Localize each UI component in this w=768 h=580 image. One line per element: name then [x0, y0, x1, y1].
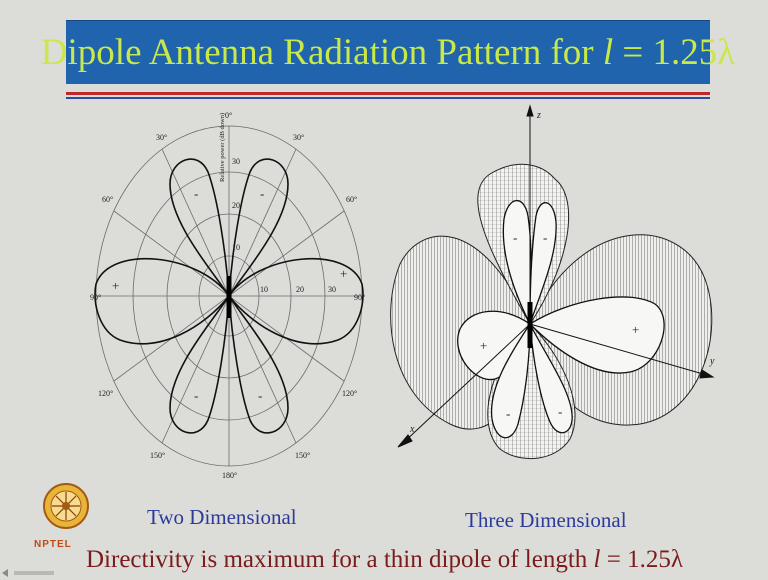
axis-y-label: y	[709, 356, 715, 367]
angle-label: 30°	[156, 133, 167, 142]
radial-tick: 10	[232, 243, 240, 252]
lobe-right	[228, 257, 364, 345]
axis-y-arrow	[699, 369, 715, 379]
back-arrow-icon[interactable]	[2, 569, 8, 577]
lobe-sign-labels: + - - + - -	[112, 186, 347, 403]
lobe-sign: -	[260, 186, 264, 201]
axis-z-arrow	[526, 104, 534, 117]
lobe-sign-labels-3d: - - + + - -	[480, 230, 639, 421]
polar-radiation-plot: 0° 30° 30° 60° 60° 90° 90° 120° 120° 150…	[90, 111, 365, 480]
lobe-lower-left	[169, 295, 230, 434]
radial-tick: 20	[296, 285, 304, 294]
angle-label: 120°	[98, 389, 113, 398]
radial-tick: 10	[260, 285, 268, 294]
lobe-sign: -	[506, 406, 510, 421]
title-rule-red	[66, 92, 710, 95]
axis-x-line	[401, 323, 531, 445]
radial-tick: 30	[232, 157, 240, 166]
bottom-statement: Directivity is maximum for a thin dipole…	[86, 546, 683, 573]
slide-title: Dipole Antenna Radiation Pattern for l =…	[40, 31, 736, 73]
nptel-logo	[43, 483, 89, 529]
caption-two-dimensional: Two Dimensional	[147, 505, 297, 529]
lobe-sign: -	[543, 230, 547, 245]
axis-x-arrow	[397, 434, 413, 448]
angle-label: 90°	[90, 293, 101, 302]
axes	[397, 104, 715, 448]
lobe-upper-left	[169, 158, 230, 297]
progress-track[interactable]	[14, 571, 54, 575]
axis-x-label: x	[409, 424, 415, 435]
lobe-lower-right	[228, 295, 289, 434]
title-rule-blue	[66, 97, 710, 99]
angle-label: 0°	[225, 111, 232, 120]
radial-tick: 20	[232, 201, 240, 210]
cut-lobe-right	[528, 296, 665, 374]
cut-lobe-lower-right	[529, 323, 573, 434]
radiation-lobes	[94, 158, 364, 434]
lobe-sign: +	[480, 338, 487, 353]
angle-label: 30°	[293, 133, 304, 142]
lobe-sign: -	[194, 186, 198, 201]
caption-three-dimensional: Three Dimensional	[465, 508, 627, 532]
angle-label: 150°	[295, 451, 310, 460]
dipole-element	[226, 276, 232, 318]
player-controls[interactable]	[0, 566, 60, 580]
lobe-sign: -	[194, 388, 198, 403]
axis-z-label: z	[536, 110, 541, 121]
lobe-sign: +	[340, 266, 347, 281]
angle-label: 120°	[342, 389, 357, 398]
lobe-sign: -	[558, 404, 562, 419]
nptel-logo-text: NPTEL	[34, 539, 72, 550]
lobe-sign: -	[513, 230, 517, 245]
axis-y-line	[529, 323, 711, 377]
angle-label: 90°	[354, 293, 365, 302]
lobe-left	[94, 257, 230, 345]
angle-labels: 0° 30° 30° 60° 60° 90° 90° 120° 120° 150…	[90, 111, 365, 480]
angle-label: 180°	[222, 471, 237, 480]
radial-tick: 30	[328, 285, 336, 294]
lobe-sign: +	[112, 278, 119, 293]
lobe-sign: +	[632, 322, 639, 337]
cut-lobe-lower-left	[490, 321, 531, 439]
cut-lobe-upper-right	[529, 202, 557, 325]
title-bar: Dipole Antenna Radiation Pattern for l =…	[41, 20, 735, 84]
radial-axis-label: Relative power (dB down)	[219, 113, 226, 182]
lobe-sign: -	[258, 388, 262, 403]
cut-lobes	[457, 199, 665, 439]
dipole-element-3d	[527, 302, 533, 348]
lobe-upper-right	[228, 158, 289, 297]
radial-tick-labels: 30 20 10 10 20 30	[232, 157, 336, 294]
angle-label: 60°	[102, 195, 113, 204]
angle-label: 150°	[150, 451, 165, 460]
angle-label: 60°	[346, 195, 357, 204]
radiation-3d-plot: z x y - - + + - -	[390, 104, 715, 460]
